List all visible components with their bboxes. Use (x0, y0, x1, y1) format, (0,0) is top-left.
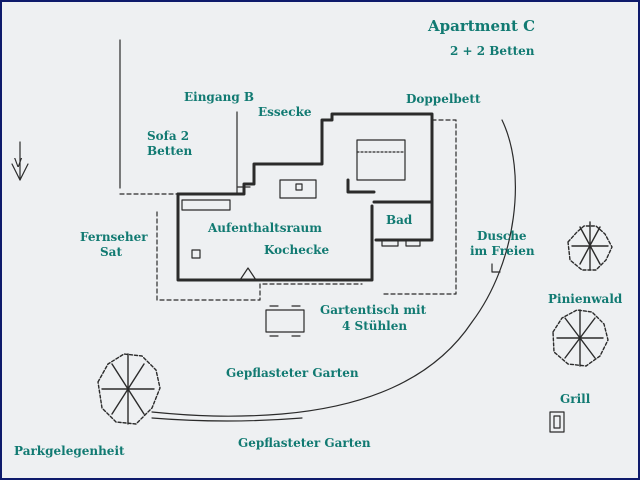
label-grill: Grill (560, 392, 591, 406)
label-essecke: Essecke (258, 105, 312, 119)
label-fernseher-line1: Fernseher (80, 230, 148, 244)
bath-fixture (381, 239, 399, 247)
label-parkgelegenheit: Parkgelegenheit (14, 444, 125, 458)
north-symbol: V (14, 156, 23, 170)
pine-tree-2 (552, 309, 609, 367)
label-pinienwald: Pinienwald (548, 292, 623, 306)
label-aufenthaltsraum: Aufenthaltsraum (208, 221, 322, 235)
garden-path (151, 119, 516, 417)
label-sofa-line2: Betten (147, 144, 193, 158)
bed-count: 2 + 2 Betten (450, 44, 535, 58)
label-dusche-line1: Dusche (477, 229, 527, 243)
outdoor-shower (491, 263, 501, 273)
label-eingang-b: Eingang B (184, 90, 255, 104)
terrace-outline (119, 119, 457, 301)
dining-table (279, 179, 317, 199)
garden-table-with-chairs (265, 305, 305, 337)
label-garten-2: Gepflasteter Garten (238, 436, 371, 450)
label-doppelbett: Doppelbett (406, 92, 481, 106)
sofa (181, 199, 231, 211)
pine-tree-1 (567, 221, 613, 271)
label-sofa-line1: Sofa 2 (147, 129, 190, 143)
label-kochecke: Kochecke (264, 243, 330, 257)
label-bad: Bad (386, 213, 413, 227)
grill (549, 411, 565, 433)
label-garten-1: Gepflasteter Garten (226, 366, 359, 380)
north-arrow (11, 141, 29, 181)
page-title: Apartment C (428, 17, 536, 35)
label-dusche-line2: im Freien (470, 244, 535, 258)
pine-tree-3 (97, 353, 161, 425)
tv (191, 249, 201, 259)
label-gartentisch-line2: 4 Stühlen (342, 319, 408, 333)
apartment-walls (176, 112, 434, 282)
label-gartentisch-line1: Gartentisch mit (320, 303, 427, 317)
label-fernseher-line2: Sat (100, 245, 122, 259)
double-bed (356, 139, 406, 181)
